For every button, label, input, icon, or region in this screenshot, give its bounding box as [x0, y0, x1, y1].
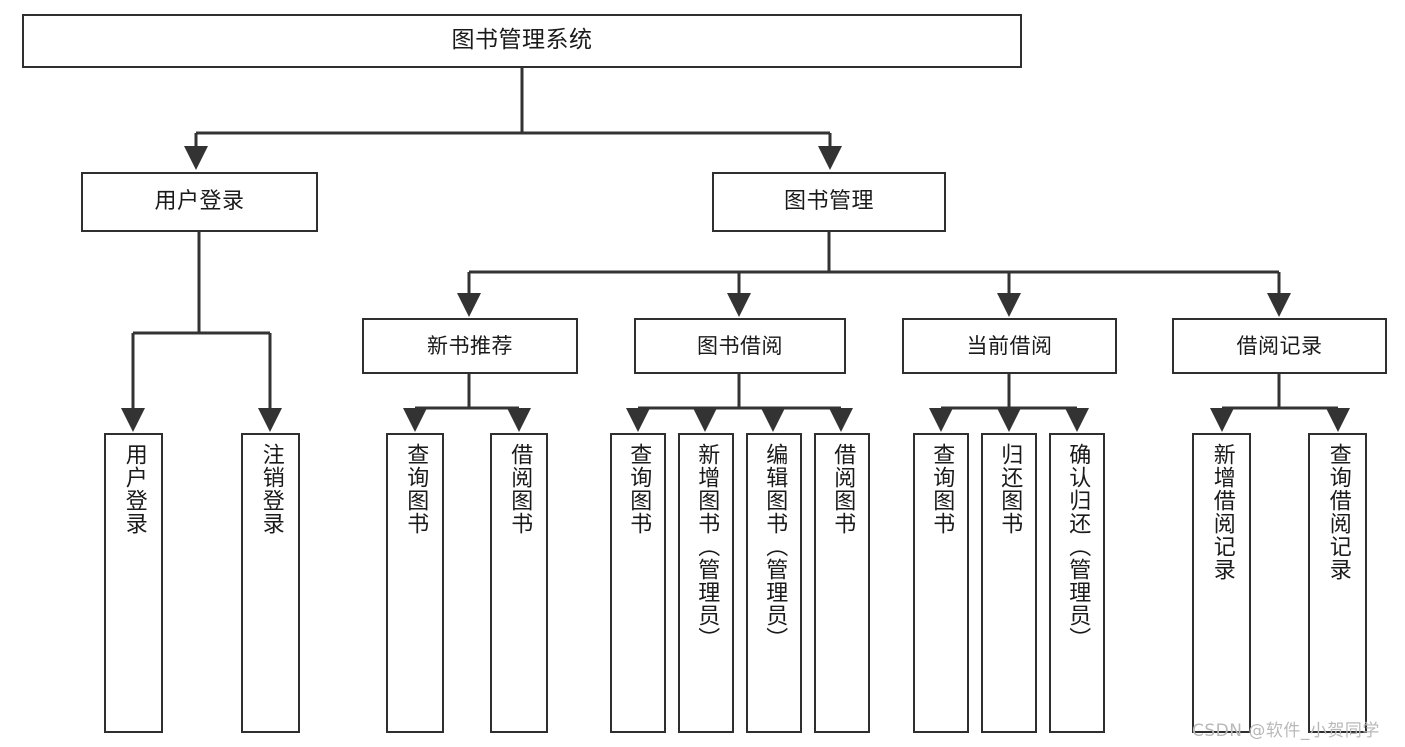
node-label: 借阅记录: [1236, 333, 1323, 358]
node-label: 归还图书: [997, 443, 1023, 535]
leaf-new-book-borrow[interactable]: 借阅图书: [490, 433, 548, 733]
node-label: 查询图书: [929, 443, 955, 535]
leaf-new-book-query[interactable]: 查询图书: [386, 433, 444, 733]
node-label: 用户登录: [154, 189, 245, 215]
node-label: 借阅图书: [830, 443, 856, 535]
node-label: 图书管理系统: [451, 27, 593, 54]
leaf-current-query-book[interactable]: 查询图书: [913, 433, 969, 733]
leaf-user-login[interactable]: 用户登录: [104, 433, 163, 733]
leaf-borrow-edit-book-admin[interactable]: 编辑图书（管理员）: [746, 433, 802, 733]
node-label: 查询图书: [403, 443, 429, 535]
node-current-borrow[interactable]: 当前借阅: [902, 318, 1117, 374]
node-label: 新书推荐: [427, 333, 513, 358]
watermark-text: CSDN @软件_小贺同学: [1192, 721, 1380, 741]
leaf-record-query[interactable]: 查询借阅记录: [1308, 433, 1367, 733]
leaf-logout[interactable]: 注销登录: [241, 433, 300, 733]
node-label: 用户登录: [121, 443, 147, 535]
node-label: 借阅图书: [507, 443, 533, 535]
node-root-book-management-system[interactable]: 图书管理系统: [22, 14, 1022, 68]
node-label: 确认归还（管理员）: [1065, 443, 1091, 650]
node-borrow-record[interactable]: 借阅记录: [1172, 318, 1387, 374]
node-label: 图书借阅: [697, 333, 783, 358]
leaf-current-return-book[interactable]: 归还图书: [981, 433, 1037, 733]
node-book-management[interactable]: 图书管理: [712, 172, 946, 232]
leaf-borrow-add-book-admin[interactable]: 新增图书（管理员）: [678, 433, 734, 733]
node-user-login[interactable]: 用户登录: [81, 172, 318, 232]
node-label: 查询图书: [626, 443, 652, 535]
node-label: 编辑图书（管理员）: [762, 443, 788, 650]
node-label: 当前借阅: [966, 333, 1053, 358]
node-label: 新增图书（管理员）: [694, 443, 720, 650]
leaf-record-add[interactable]: 新增借阅记录: [1192, 433, 1251, 733]
node-label: 新增借阅记录: [1209, 443, 1235, 581]
node-label: 注销登录: [258, 443, 284, 535]
leaf-borrow-query-book[interactable]: 查询图书: [610, 433, 666, 733]
node-book-borrow[interactable]: 图书借阅: [634, 318, 846, 374]
node-new-book-recommend[interactable]: 新书推荐: [362, 318, 578, 374]
node-label: 查询借阅记录: [1325, 443, 1351, 581]
leaf-current-confirm-return-admin[interactable]: 确认归还（管理员）: [1049, 433, 1105, 733]
node-label: 图书管理: [783, 189, 874, 215]
leaf-borrow-borrow-book[interactable]: 借阅图书: [814, 433, 870, 733]
